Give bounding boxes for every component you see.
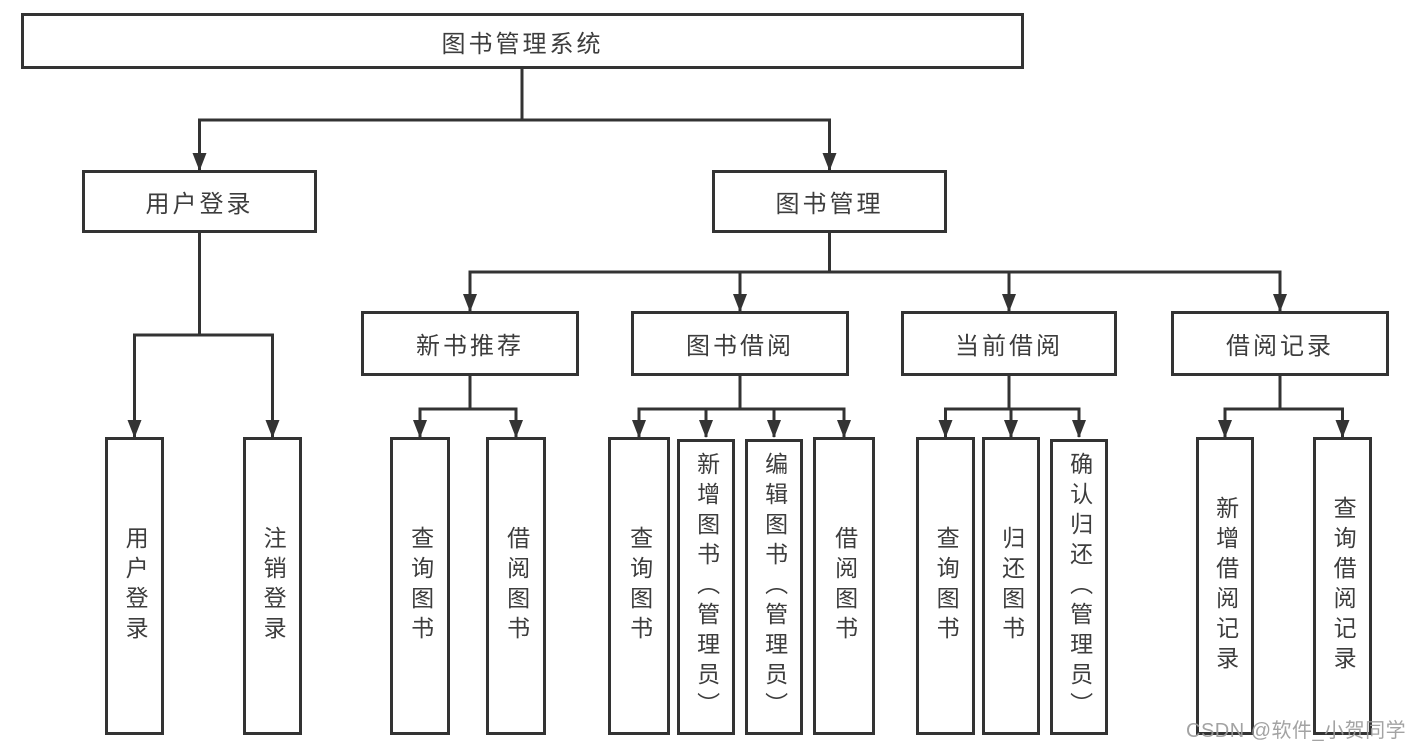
node-leaf-cb-confirm-return-admin: 确认归还（管理员） [1050, 439, 1108, 735]
node-leaf-bb-query-book: 查询图书 [608, 437, 670, 735]
csdn-watermark: CSDN @软件_小贺同学 [1186, 720, 1405, 742]
node-leaf-user-login: 用户登录 [105, 437, 164, 735]
node-leaf-bb-borrow-book-label: 借阅图书 [831, 526, 858, 646]
node-book-mgmt-branch: 图书管理 [712, 170, 947, 233]
connector-current-borrow-branch [938, 376, 1086, 438]
connector-root-to-level2 [192, 66, 837, 171]
connector-new-book-rec-branch [413, 376, 523, 438]
node-book-mgmt-branch-label: 图书管理 [775, 191, 884, 218]
node-leaf-user-login-label: 用户登录 [122, 526, 149, 646]
node-leaf-cb-query-book: 查询图书 [916, 437, 975, 735]
node-leaf-nbr-borrow-book-label: 借阅图书 [503, 526, 530, 646]
node-leaf-bb-edit-book-admin: 编辑图书（管理员） [745, 439, 803, 735]
node-leaf-br-query-record-label: 查询借阅记录 [1330, 496, 1357, 676]
connector-book-borrow-branch [632, 376, 851, 438]
node-leaf-cb-confirm-return-admin-label: 确认归还（管理员） [1066, 452, 1093, 722]
node-current-borrow-label: 当前借阅 [955, 333, 1063, 360]
node-book-borrow: 图书借阅 [631, 311, 849, 376]
node-leaf-bb-query-book-label: 查询图书 [626, 526, 653, 646]
node-leaf-cb-query-book-label: 查询图书 [933, 526, 960, 646]
node-leaf-nbr-borrow-book: 借阅图书 [486, 437, 546, 735]
node-borrow-records-label: 借阅记录 [1226, 333, 1334, 360]
node-current-borrow: 当前借阅 [901, 311, 1117, 376]
node-leaf-nbr-query-book: 查询图书 [390, 437, 450, 735]
node-leaf-cb-return-book-label: 归还图书 [998, 526, 1025, 646]
node-leaf-logout: 注销登录 [243, 437, 302, 735]
connector-borrow-records-branch [1218, 376, 1350, 438]
node-root-system-label: 图书管理系统 [441, 30, 604, 58]
node-leaf-bb-edit-book-admin-label: 编辑图书（管理员） [761, 452, 788, 722]
node-user-login-branch: 用户登录 [82, 170, 317, 233]
node-leaf-logout-label: 注销登录 [260, 526, 287, 646]
node-leaf-cb-return-book: 归还图书 [982, 437, 1040, 735]
node-leaf-bb-add-book-admin: 新增图书（管理员） [677, 439, 735, 735]
node-leaf-bb-borrow-book: 借阅图书 [813, 437, 875, 735]
node-borrow-records: 借阅记录 [1171, 311, 1389, 376]
node-leaf-br-add-record: 新增借阅记录 [1196, 437, 1254, 735]
node-book-borrow-label: 图书借阅 [686, 333, 794, 360]
node-new-book-rec: 新书推荐 [361, 311, 579, 376]
node-leaf-nbr-query-book-label: 查询图书 [407, 526, 434, 646]
connector-book-mgmt-to-level3 [463, 233, 1287, 312]
node-new-book-rec-label: 新书推荐 [416, 333, 524, 360]
node-leaf-br-query-record: 查询借阅记录 [1313, 437, 1372, 735]
node-leaf-br-add-record-label: 新增借阅记录 [1212, 496, 1239, 676]
node-root-system: 图书管理系统 [21, 13, 1024, 69]
node-leaf-bb-add-book-admin-label: 新增图书（管理员） [693, 452, 720, 722]
node-user-login-branch-label: 用户登录 [145, 191, 254, 218]
connector-user-login-branch [127, 233, 280, 438]
